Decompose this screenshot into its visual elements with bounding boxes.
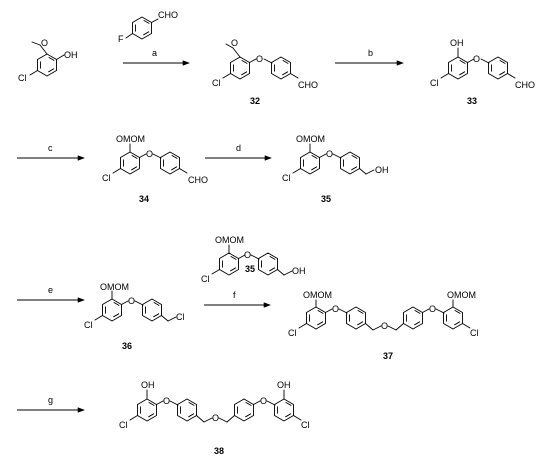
- c33-cl: Cl: [430, 78, 439, 88]
- step-b: b: [368, 48, 373, 58]
- c32-cl: Cl: [212, 78, 221, 88]
- reagent-35: OMOM O OH Cl 35: [201, 235, 306, 284]
- c32-cho: CHO: [298, 80, 318, 90]
- start-o: O: [41, 38, 48, 48]
- step-e: e: [48, 285, 53, 295]
- compound-35: OMOM O OH Cl 35: [282, 134, 389, 204]
- c38-cl-1: Cl: [119, 420, 128, 430]
- start-cl: Cl: [18, 73, 27, 83]
- c35-oh: OH: [375, 165, 389, 175]
- c34-omom: OMOM: [116, 134, 145, 144]
- c37-cl-2: Cl: [470, 328, 479, 338]
- reagent-f: F: [118, 34, 124, 44]
- label-37: 37: [383, 351, 393, 361]
- label-36: 36: [122, 341, 132, 351]
- c36-o: O: [128, 296, 135, 306]
- c35-omom: OMOM: [296, 134, 325, 144]
- compound-32: O O CHO Cl 32: [212, 38, 318, 106]
- start-material: O OH Cl: [18, 38, 78, 83]
- c36-cl: Cl: [84, 320, 93, 330]
- step-d: d: [236, 143, 241, 153]
- compound-34: OMOM O CHO Cl 34: [102, 134, 208, 204]
- c38-o-2: O: [260, 396, 267, 406]
- c32-ome-o: O: [231, 38, 238, 48]
- label-33: 33: [467, 96, 477, 106]
- c37-o-1: O: [332, 304, 339, 314]
- r35-label: 35: [245, 264, 255, 274]
- step-a: a: [152, 48, 157, 58]
- c38-cl-2: Cl: [301, 420, 310, 430]
- c37-omom-1: OMOM: [303, 290, 332, 300]
- c35-cl: Cl: [282, 173, 291, 183]
- compound-33: OH O CHO Cl 33: [430, 38, 535, 106]
- step-f: f: [233, 290, 236, 300]
- step-c: c: [48, 143, 53, 153]
- compound-36: OMOM O Cl Cl 36: [84, 282, 185, 351]
- r35-oh: OH: [292, 266, 306, 276]
- c38-o-1: O: [163, 396, 170, 406]
- c33-cho: CHO: [515, 80, 535, 90]
- label-35: 35: [321, 194, 331, 204]
- c38-oh-1: OH: [141, 380, 155, 390]
- compound-37: OMOM O Cl O O OMOM Cl 37: [288, 290, 479, 361]
- c32-o: O: [256, 54, 263, 64]
- reagent-fluorobenzaldehyde: F CHO: [118, 10, 178, 44]
- step-g: g: [48, 395, 53, 405]
- compound-38: OH O Cl O O OH Cl 38: [119, 380, 310, 456]
- c37-o-mid: O: [381, 321, 388, 331]
- r35-omom: OMOM: [215, 235, 244, 245]
- c34-o: O: [146, 149, 153, 159]
- c38-o-mid: O: [212, 413, 219, 423]
- label-32: 32: [250, 96, 260, 106]
- c34-cl: Cl: [102, 173, 111, 183]
- c37-omom-2: OMOM: [447, 290, 476, 300]
- label-38: 38: [214, 446, 224, 456]
- c33-o: O: [473, 54, 480, 64]
- r35-cl: Cl: [201, 274, 210, 284]
- start-oh: OH: [64, 50, 78, 60]
- c36-omom: OMOM: [100, 282, 129, 292]
- reagent-cho: CHO: [158, 10, 178, 20]
- r35-o: O: [244, 250, 251, 260]
- c36-ch2cl: Cl: [176, 312, 185, 322]
- c34-cho: CHO: [188, 175, 208, 185]
- label-34: 34: [139, 194, 149, 204]
- c38-oh-2: OH: [277, 380, 291, 390]
- c37-cl-1: Cl: [288, 328, 297, 338]
- c35-o: O: [326, 149, 333, 159]
- c33-oh: OH: [450, 38, 464, 48]
- c37-o-2: O: [429, 304, 436, 314]
